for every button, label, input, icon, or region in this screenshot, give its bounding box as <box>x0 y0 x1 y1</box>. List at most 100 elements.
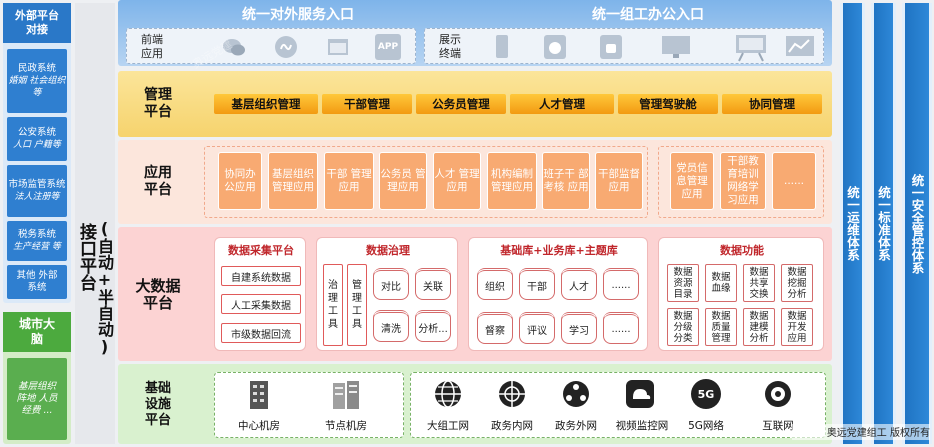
globe-icon <box>435 380 461 408</box>
data-center-icon <box>250 381 268 409</box>
display-icon[interactable] <box>661 34 691 60</box>
governance-tool[interactable]: 治理工具 <box>323 264 343 346</box>
ops-system-column: 统一运维体系 <box>840 3 865 444</box>
external-item-market[interactable]: 市场监管系统 法人注册等 <box>7 165 67 217</box>
web-icon[interactable] <box>325 34 351 60</box>
management-item[interactable]: 管理驾驶舱 <box>618 94 718 114</box>
library-item[interactable]: 学习 <box>561 312 597 344</box>
wechat-icon[interactable] <box>221 34 247 60</box>
application-item[interactable]: 机构编制 管理应用 <box>487 152 537 210</box>
management-item[interactable]: 协同管理 <box>722 94 822 114</box>
application-item[interactable]: 党员信 息管理 应用 <box>670 152 714 210</box>
infrastructure-item[interactable]: 5G网络 <box>688 419 724 432</box>
application-item[interactable]: 班子干 部考核 应用 <box>542 152 590 210</box>
management-item[interactable]: 公务员管理 <box>416 94 506 114</box>
app-icon[interactable]: APP <box>375 34 401 60</box>
external-item-detail: 婚姻 社会组织 等 <box>8 76 66 98</box>
miniprogram-icon[interactable] <box>273 34 299 60</box>
infrastructure-item[interactable]: 互联网 <box>762 419 794 432</box>
front-app-panel: 前端 应用 APP <box>126 28 416 64</box>
application-item[interactable]: 基层组织 管理应用 <box>268 152 318 210</box>
data-library-title: 基础库+业务库+主题库 <box>500 244 618 257</box>
governance-item[interactable]: 清洗 <box>373 310 409 342</box>
governance-item[interactable]: 对比 <box>373 268 409 300</box>
fiveg-icon: 5G <box>691 379 721 409</box>
internet-icon <box>765 381 791 407</box>
governance-item[interactable]: 关联 <box>415 268 451 300</box>
video-surveillance-icon <box>626 380 654 408</box>
external-platform-title: 外部平台对接 <box>3 3 71 43</box>
data-collection-title: 数据采集平台 <box>228 244 294 257</box>
application-item[interactable]: 干部监督 应用 <box>595 152 643 210</box>
external-item-name: 民政系统 <box>17 63 56 74</box>
data-function-item[interactable]: 数据共享交换 <box>743 264 775 302</box>
external-item-name: 市场监管系统 <box>8 179 66 190</box>
external-item-police[interactable]: 公安系统 人口 户籍等 <box>7 117 67 161</box>
infrastructure-item[interactable]: 节点机房 <box>325 419 367 432</box>
library-item[interactable]: 组织 <box>477 268 513 300</box>
data-collection-item[interactable]: 人工采集数据 <box>221 294 301 314</box>
screen-icon[interactable] <box>735 32 767 62</box>
external-item-name: 税务系统 <box>17 229 56 240</box>
data-collection-item[interactable]: 自建系统数据 <box>221 266 301 286</box>
data-function-title: 数据功能 <box>720 244 764 257</box>
governance-item[interactable]: 分析... <box>415 310 451 342</box>
management-label: 管理 平台 <box>144 87 172 120</box>
application-item[interactable]: 干部 管理应用 <box>324 152 374 210</box>
external-item-tax[interactable]: 税务系统 生产经营 等 <box>7 221 67 261</box>
management-layer: 管理 平台 基层组织管理 干部管理 公务员管理 人才管理 管理驾驶舱 协同管理 <box>118 71 832 137</box>
standard-system-label: 统一标准体系 <box>876 186 891 261</box>
data-function-item[interactable]: 数据挖掘分析 <box>781 264 813 302</box>
application-item[interactable]: 干部教 育培训 网络学 习应用 <box>720 152 766 210</box>
extranet-icon <box>563 381 589 407</box>
data-function-item[interactable]: 数据血缘 <box>705 264 737 302</box>
ops-system-label: 统一运维体系 <box>845 186 860 261</box>
apple-icon[interactable] <box>543 34 567 60</box>
tablet-icon[interactable] <box>493 34 511 60</box>
data-function-item[interactable]: 数据分级分类 <box>667 308 699 346</box>
dashboard-icon[interactable] <box>785 34 815 60</box>
governance-tool[interactable]: 管理工具 <box>347 264 367 346</box>
library-item-more[interactable]: ...... <box>603 268 639 300</box>
library-item[interactable]: 人才 <box>561 268 597 300</box>
portal-layer: 统一对外服务入口 统一组工办公入口 前端 应用 APP 展示 终端 <box>118 0 832 66</box>
android-icon[interactable] <box>599 34 623 60</box>
interface-platform-label: 接口平台 <box>76 223 96 291</box>
data-function-item[interactable]: 数据建模分析 <box>743 308 775 346</box>
data-governance-title: 数据治理 <box>366 244 410 257</box>
office-portal-title: 统一组工办公入口 <box>592 7 704 23</box>
data-governance-panel: 数据治理 治理工具 管理工具 对比 关联 清洗 分析... <box>316 237 458 351</box>
interface-platform-mode: (自动+半自动) <box>95 219 114 356</box>
management-item[interactable]: 人才管理 <box>510 94 614 114</box>
library-item-more[interactable]: ...... <box>603 312 639 344</box>
data-function-item[interactable]: 数据质量管理 <box>705 308 737 346</box>
infrastructure-item[interactable]: 政务内网 <box>491 419 533 432</box>
city-brain-detail[interactable]: 基层组织 阵地 人员 经费 ... <box>7 358 67 440</box>
infrastructure-item[interactable]: 政务外网 <box>555 419 597 432</box>
data-library-panel: 基础库+业务库+主题库 组织 干部 人才 ...... 督察 评议 学习 ...… <box>468 237 648 351</box>
library-item[interactable]: 督察 <box>477 312 513 344</box>
library-item[interactable]: 干部 <box>519 268 555 300</box>
external-portal-title: 统一对外服务入口 <box>242 7 354 23</box>
application-item-more[interactable]: ...... <box>772 152 816 210</box>
data-collection-item[interactable]: 市级数据回流 <box>221 323 301 343</box>
library-item[interactable]: 评议 <box>519 312 555 344</box>
network-group: 大组工网 政务内网 政务外网 视频监控网 5G 5G网络 互联网 <box>410 372 826 438</box>
infrastructure-item[interactable]: 中心机房 <box>238 419 280 432</box>
infrastructure-item[interactable]: 视频监控网 <box>615 419 669 432</box>
application-item[interactable]: 协同办 公应用 <box>218 152 262 210</box>
standard-system-column: 统一标准体系 <box>871 3 896 444</box>
management-item[interactable]: 干部管理 <box>322 94 412 114</box>
application-item[interactable]: 人才 管理应用 <box>433 152 481 210</box>
data-function-item[interactable]: 数据开发应用 <box>781 308 813 346</box>
external-item-other[interactable]: 其他 外部系统 <box>7 265 67 299</box>
city-brain-title: 城市大脑 <box>3 312 71 352</box>
infrastructure-item[interactable]: 大组工网 <box>427 419 469 432</box>
data-function-item[interactable]: 数据资源目录 <box>667 264 699 302</box>
application-item[interactable]: 公务员 管理应用 <box>379 152 427 210</box>
management-item[interactable]: 基层组织管理 <box>214 94 318 114</box>
external-item-detail: 人口 户籍等 <box>13 140 61 150</box>
external-item-civil[interactable]: 民政系统 婚姻 社会组织 等 <box>7 49 67 113</box>
application-group <box>204 146 648 218</box>
datacenter-group: 中心机房 节点机房 <box>214 372 404 438</box>
